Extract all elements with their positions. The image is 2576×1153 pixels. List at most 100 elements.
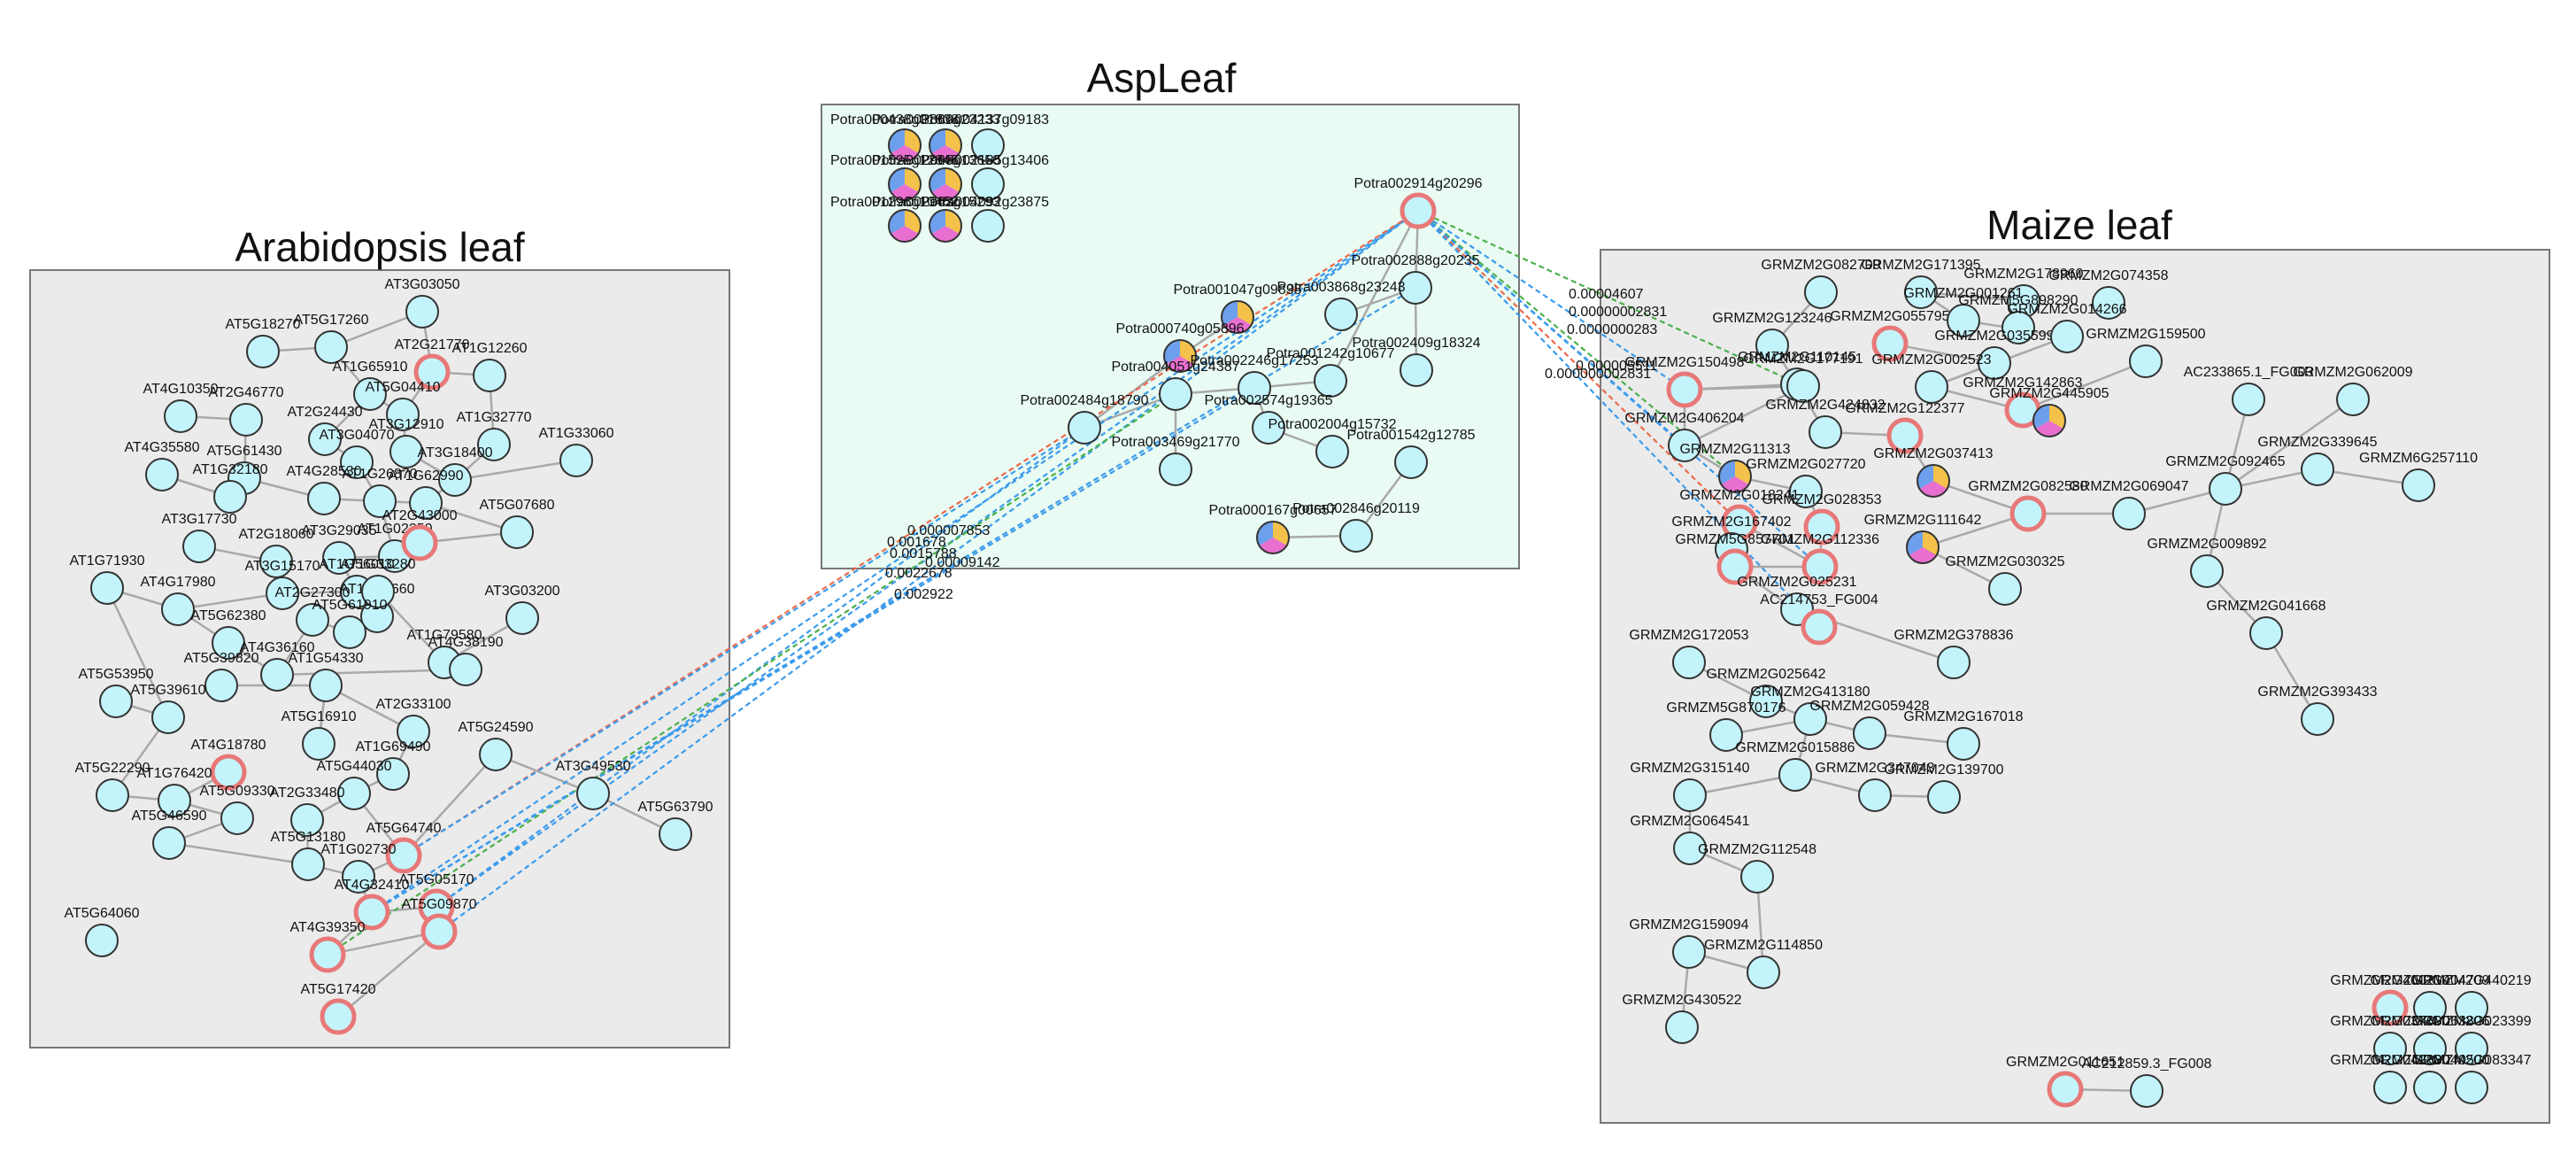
gene-node[interactable]: GRMZM2G440219 xyxy=(2411,973,2532,1025)
gene-node[interactable]: AT4G10350 xyxy=(143,382,219,433)
gene-node[interactable]: Potra000167g00657 xyxy=(1208,503,1338,554)
gene-node[interactable]: AT2G33480 xyxy=(269,785,345,837)
gene-node[interactable]: GRMZM2G037600 xyxy=(2330,1014,2450,1065)
gene-node[interactable]: Potra002004g15732 xyxy=(1268,417,1397,468)
gene-node[interactable]: GRMZM2G400219 xyxy=(2330,973,2450,1026)
gene-node[interactable]: AT3G17730 xyxy=(161,512,237,563)
gene-node[interactable]: AT3G12910 xyxy=(368,417,444,468)
gene-node[interactable]: GRMZM2G393433 xyxy=(2257,685,2378,736)
gene-node[interactable]: AT5G09330 xyxy=(199,784,275,835)
gene-node[interactable]: GRMZM2G014266 xyxy=(2007,302,2127,353)
gene-node[interactable]: GRMZM2G445905 xyxy=(1989,386,2109,437)
gene-node[interactable]: GRMZM2G159500 xyxy=(2086,327,2206,378)
gene-node[interactable]: GRMZM2G062009 xyxy=(2293,365,2413,416)
gene-node[interactable]: GRMZM2G074358 xyxy=(2048,268,2169,320)
gene-node[interactable]: GRMZM2G069047 xyxy=(2069,479,2189,530)
gene-node[interactable]: GRMZM2G082709 xyxy=(1761,258,1881,309)
gene-node[interactable]: AT1G65910 xyxy=(332,360,408,411)
gene-node[interactable]: GRMZM2G123246 xyxy=(1712,311,1832,362)
gene-node[interactable]: Potra001525g12345 xyxy=(830,153,959,201)
gene-node[interactable]: GRMZM2G339645 xyxy=(2257,435,2378,486)
gene-node[interactable]: Potra004137g09183 xyxy=(921,112,1049,162)
gene-node[interactable]: AT5G22290 xyxy=(74,761,150,812)
gene-node[interactable]: AT1G62990 xyxy=(388,468,464,520)
gene-node[interactable]: GRMZM2G059428 xyxy=(1809,699,1930,750)
gene-node[interactable]: GRMZM2G406204 xyxy=(1624,411,1745,462)
gene-node[interactable]: Potra004092g23875 xyxy=(921,195,1049,243)
gene-node[interactable]: AT1G32770 xyxy=(456,410,532,461)
gene-node[interactable]: GRMZM2G027720 xyxy=(1746,457,1866,508)
gene-node[interactable]: AT2G46770 xyxy=(208,385,284,437)
gene-node[interactable]: GRMZM2G142863 xyxy=(1963,375,2083,429)
gene-node[interactable]: GRMZM5G898290 xyxy=(1958,293,2079,344)
gene-node[interactable]: AT3G03050 xyxy=(384,277,460,329)
gene-node[interactable]: AT4G17980 xyxy=(140,575,216,626)
gene-node[interactable]: Potra004051g24387 xyxy=(1111,360,1240,411)
gene-node[interactable]: AT4G28530 xyxy=(286,464,362,515)
gene-node[interactable]: AT3G15170 xyxy=(244,559,320,610)
gene-node[interactable]: Potra001296g10452 xyxy=(830,195,959,243)
gene-node[interactable]: AT2G27300 xyxy=(274,585,351,637)
gene-node[interactable]: GRMZM2G315140 xyxy=(1630,761,1750,812)
gene-node[interactable]: GRMZM2G028353 xyxy=(1762,492,1882,546)
gene-node[interactable]: Potra000740g05896 xyxy=(1115,321,1245,373)
gene-node[interactable]: GRMZM2G112336 xyxy=(1761,532,1879,585)
gene-node[interactable]: Potra002888g20235 xyxy=(1351,253,1480,305)
gene-node[interactable]: GRMZM2G083347 xyxy=(2411,1053,2532,1104)
gene-node[interactable]: AT1G33060 xyxy=(538,426,614,477)
gene-node[interactable]: Potra002484g18790 xyxy=(1020,393,1149,445)
gene-node[interactable]: AT5G24590 xyxy=(458,720,534,771)
gene-node[interactable]: AT1G76420 xyxy=(136,766,212,817)
gene-node[interactable]: Potra000438g01838 xyxy=(830,112,959,162)
gene-node[interactable]: Potra003469g21770 xyxy=(1111,435,1240,486)
gene-node[interactable]: GRMZM2G035599 xyxy=(1934,329,2055,380)
gene-node[interactable]: GRMZM2G042880 xyxy=(2330,1053,2450,1104)
gene-node[interactable]: AT3G29035 xyxy=(301,523,377,575)
gene-node[interactable]: Potra002963g15293 xyxy=(872,195,1000,243)
gene-node[interactable]: AT3G04070 xyxy=(319,428,395,479)
gene-node[interactable]: GRMZM2G064541 xyxy=(1630,814,1750,865)
gene-node[interactable]: GRMZM2G150498 xyxy=(1624,355,1745,408)
gene-node[interactable]: Potra001047g09838 xyxy=(1173,282,1302,334)
gene-node[interactable]: Potra002914g20296 xyxy=(1354,176,1483,229)
gene-node[interactable]: AT5G16910 xyxy=(281,709,357,761)
gene-node[interactable]: AT2G24430 xyxy=(287,405,363,456)
gene-node[interactable]: GRMZM2G167018 xyxy=(1903,709,2024,761)
gene-node[interactable]: AT2G21770 xyxy=(394,337,470,391)
gene-node[interactable]: GRMZM2G092465 xyxy=(2165,454,2286,506)
gene-node[interactable]: GRMZM2G413180 xyxy=(1750,685,1870,736)
gene-node[interactable]: AT2G33100 xyxy=(375,697,451,748)
gene-node[interactable]: GRMZM2G063806 xyxy=(2370,1014,2490,1065)
gene-node[interactable]: AT4G18780 xyxy=(190,738,266,791)
gene-node[interactable]: GRMZM2G11313 xyxy=(1679,442,1791,493)
gene-node[interactable]: GRMZM2G430522 xyxy=(1622,993,1742,1044)
gene-node[interactable]: AT4G36160 xyxy=(239,640,315,692)
gene-node[interactable]: GRMZM6G257110 xyxy=(2359,451,2478,502)
gene-node[interactable]: Potra001242g10677 xyxy=(1266,346,1395,398)
gene-node[interactable]: AT1G32180 xyxy=(192,462,268,514)
gene-node[interactable]: GRMZM2G424832 xyxy=(1765,398,1886,449)
gene-node[interactable]: AT1G54330 xyxy=(288,651,364,702)
gene-node[interactable]: AT5G07680 xyxy=(479,498,555,549)
gene-node[interactable]: AT5G13180 xyxy=(270,830,346,881)
gene-node[interactable]: GRMZM2G023399 xyxy=(2411,1014,2532,1065)
gene-node[interactable]: GRMZM2G041668 xyxy=(2206,599,2326,650)
gene-node[interactable]: AT1G02730 xyxy=(320,842,397,894)
gene-node[interactable]: AT5G64060 xyxy=(64,906,140,957)
gene-node[interactable]: GRMZM5G870176 xyxy=(1666,700,1786,752)
gene-node[interactable]: GRMZM5G857701 xyxy=(1675,532,1795,585)
gene-node[interactable]: AT1G69490 xyxy=(355,739,431,791)
gene-node[interactable]: AT3G18400 xyxy=(417,445,493,497)
gene-node[interactable]: Potra001542g12785 xyxy=(1346,428,1476,479)
gene-node[interactable]: AT1G26870 xyxy=(342,467,418,518)
gene-node[interactable]: AT3G03200 xyxy=(484,584,560,635)
gene-node[interactable]: AC214753_FG004 xyxy=(1760,592,1878,646)
gene-node[interactable]: AC233865.1_FG003 xyxy=(2184,365,2314,416)
gene-node[interactable]: AC212859.3_FG008 xyxy=(2082,1056,2212,1108)
gene-node[interactable]: Potra003866g23233 xyxy=(872,112,1000,162)
gene-node[interactable]: Potra003868g23243 xyxy=(1276,280,1406,331)
gene-node[interactable]: AT5G64740 xyxy=(366,821,442,874)
gene-node[interactable]: AT1G12260 xyxy=(451,341,528,392)
gene-node[interactable]: GRMZM2G177191 xyxy=(1743,352,1863,403)
gene-node[interactable]: AT4G39350 xyxy=(289,920,366,973)
